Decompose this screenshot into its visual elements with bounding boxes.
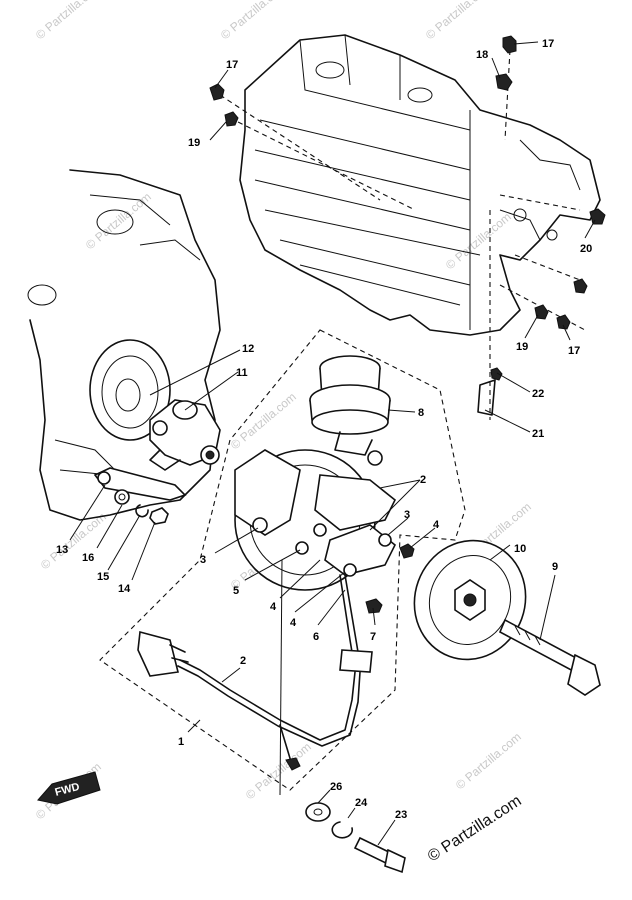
callout-17: 17 xyxy=(568,345,580,357)
callout-3: 3 xyxy=(404,509,410,521)
callout-23: 23 xyxy=(395,809,407,821)
callout-14: 14 xyxy=(118,583,131,595)
watermark: © Partzilla.com xyxy=(218,0,289,42)
callout-20: 20 xyxy=(580,243,592,255)
callout-8: 8 xyxy=(418,407,424,419)
callout-leader-lines xyxy=(69,41,596,846)
callout-17: 17 xyxy=(542,38,554,50)
fwd-direction-badge: FWD xyxy=(37,771,101,805)
callout-21: 21 xyxy=(532,428,544,440)
callout-6: 6 xyxy=(313,631,319,643)
bottom-hardware xyxy=(305,802,406,874)
callout-1: 1 xyxy=(178,736,184,748)
callout-10: 10 xyxy=(514,543,526,555)
callout-17: 17 xyxy=(226,59,238,71)
callout-4: 4 xyxy=(433,519,440,531)
callout-16: 16 xyxy=(82,552,94,564)
connector-parts xyxy=(209,35,606,416)
callout-2: 2 xyxy=(240,655,246,667)
screw-7 xyxy=(365,598,383,614)
watermark: © Partzilla.com xyxy=(243,740,314,803)
vacuum-advance-unit xyxy=(309,355,391,466)
callout-12: 12 xyxy=(242,343,254,355)
sensor-assembly xyxy=(149,399,221,471)
callout-5: 5 xyxy=(233,585,239,597)
callout-2: 2 xyxy=(420,474,426,486)
engine-leader-lines xyxy=(219,49,586,420)
callout-4: 4 xyxy=(270,601,277,613)
watermark: © Partzilla.com xyxy=(453,730,524,793)
watermark: © Partzilla.com xyxy=(443,210,514,273)
callout-15: 15 xyxy=(97,571,109,583)
stator-plate xyxy=(234,449,415,591)
callout-11: 11 xyxy=(236,367,248,379)
callout-26: 26 xyxy=(330,781,342,793)
assembly-boundary xyxy=(99,329,466,791)
engine-block xyxy=(239,34,601,336)
bracket-and-hardware xyxy=(93,467,187,525)
wire-harness xyxy=(137,574,373,771)
callout-13: 13 xyxy=(56,544,68,556)
watermark: © Partzilla.com xyxy=(33,0,104,42)
rotor-disc xyxy=(413,539,527,661)
callout-19: 19 xyxy=(516,341,528,353)
callout-4: 4 xyxy=(290,617,297,629)
watermark-bottom: © Partzilla.com xyxy=(425,792,525,865)
callout-7: 7 xyxy=(370,631,376,643)
callout-18: 18 xyxy=(476,49,488,61)
watermark: © Partzilla.com xyxy=(423,0,494,42)
bolt-9 xyxy=(498,618,601,696)
callout-3: 3 xyxy=(200,554,206,566)
watermark: © Partzilla.com xyxy=(83,190,154,253)
callout-labels: 17 19 18 17 20 19 17 22 21 12 11 8 2 3 4… xyxy=(56,38,592,821)
callout-19: 19 xyxy=(188,137,200,149)
callout-9: 9 xyxy=(552,561,558,573)
watermark: © Partzilla.com xyxy=(38,510,109,573)
callout-22: 22 xyxy=(532,388,544,400)
callout-24: 24 xyxy=(355,797,368,809)
